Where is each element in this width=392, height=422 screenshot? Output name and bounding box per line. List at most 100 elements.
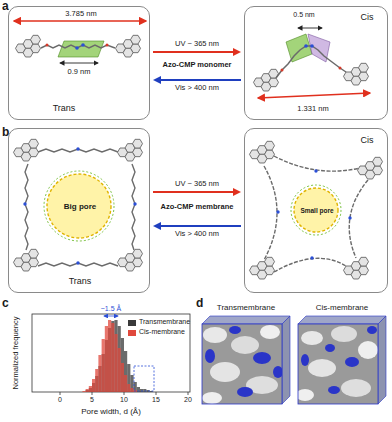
node-text: 3.785 nm (65, 10, 96, 19)
illustration-part (314, 169, 317, 172)
histogram-bar (121, 338, 124, 392)
illustration-part (202, 324, 282, 404)
illustration-part (325, 344, 335, 352)
arrow-head (153, 76, 161, 84)
edge-label: Vis > 400 nm (173, 84, 221, 93)
node-text: Small pore (300, 207, 333, 214)
switch-arrow (153, 188, 241, 196)
illustration-part (339, 67, 342, 70)
figure-label: 15 (152, 396, 160, 404)
histogram-bar (130, 388, 133, 392)
illustration-part (133, 202, 136, 205)
arrow-shaft (153, 51, 234, 53)
trans-membrane-cube (202, 316, 290, 404)
arrow-head (233, 188, 241, 196)
histogram-bar (102, 339, 105, 392)
histogram-bar (127, 364, 130, 392)
legend-swatch (128, 320, 136, 326)
state-panel: 0.5 nm1.331 nmCis (244, 6, 388, 120)
legend-text: Transmembrane (139, 318, 190, 326)
illustration-part (378, 316, 386, 404)
illustration-part (310, 256, 313, 259)
illustration-part (298, 324, 378, 404)
histogram-bar (134, 382, 137, 392)
illustration-part (116, 35, 141, 57)
illustration-part (205, 349, 215, 363)
trans-network (14, 139, 143, 271)
illustration-part (25, 164, 28, 250)
histogram-bar (130, 375, 133, 392)
histogram-bar (92, 379, 95, 392)
figure-label: Pore width, d (Å) (81, 407, 141, 416)
node-text: Trans (69, 276, 92, 286)
illustration-part (202, 324, 282, 404)
histogram-bar (118, 348, 121, 392)
arrow-shaft (160, 225, 241, 227)
illustration-part (298, 324, 378, 404)
illustration-part (134, 366, 154, 391)
illustration-part (349, 180, 368, 258)
arrow-shaft (153, 191, 234, 193)
illustration-part (260, 325, 280, 339)
node-text: 0.9 nm (68, 68, 91, 77)
illustration-part (344, 63, 369, 85)
histogram-frame (32, 314, 190, 395)
illustration-part (298, 316, 386, 324)
node-text: 1.331 nm (297, 105, 328, 114)
illustration-part (231, 336, 259, 354)
switch-arrow (153, 222, 241, 230)
cis-monomer (254, 28, 371, 98)
histogram-bar (114, 334, 117, 392)
illustration-part (250, 257, 275, 279)
illustration-part (14, 20, 146, 21)
figure-label: 20 (184, 396, 192, 404)
illustration-part (291, 185, 341, 235)
illustration-part (104, 316, 118, 317)
illustration-part (298, 389, 314, 401)
figure-label: ~1.5 Å (101, 305, 121, 313)
illustration-part (32, 314, 190, 392)
panel-letter: a (2, 0, 9, 14)
illustration-part (44, 171, 114, 241)
histogram-bar (86, 389, 89, 392)
illustration-part (202, 392, 222, 404)
state-panel: Big poreTrans (8, 128, 150, 293)
illustration-part (118, 139, 143, 161)
illustration-part (203, 327, 227, 343)
histogram-bar (121, 363, 124, 392)
illustration-part (304, 44, 308, 48)
illustration-part (301, 331, 323, 345)
edge-label: Vis > 400 nm (173, 230, 221, 239)
figure-label: Normalized frequency (12, 317, 21, 390)
illustration-part (156, 392, 157, 395)
illustration-part (188, 392, 189, 395)
illustration-part (81, 43, 85, 47)
illustration-part (75, 46, 79, 50)
figure-label: Transmembrane (217, 303, 275, 312)
illustration-part (281, 69, 284, 72)
illustration-part (276, 46, 346, 78)
state-panel: 3.785 nm0.9 nmTrans (8, 6, 150, 120)
illustration-part (273, 366, 282, 378)
legend-text: Cis-membrane (139, 328, 185, 336)
illustration-part (294, 188, 338, 232)
illustration-part (229, 326, 241, 334)
illustration-part (264, 166, 277, 260)
illustration-part (276, 210, 279, 213)
illustration-part (46, 44, 49, 47)
illustration-part (310, 44, 314, 48)
illustration-part (348, 216, 351, 219)
panel-letter: c (2, 297, 9, 311)
histogram-bar (89, 386, 92, 392)
histogram-bar (111, 321, 114, 392)
figure-label: 0 (58, 396, 62, 404)
edge-label: UV ~ 365 nm (173, 180, 221, 189)
illustration-part (253, 352, 271, 364)
illustration-part (76, 147, 79, 150)
illustration-part (47, 174, 111, 238)
illustration-part (23, 202, 26, 205)
histogram-bar (143, 389, 146, 392)
illustration-part (16, 35, 41, 57)
illustration-part (258, 93, 370, 98)
illustration-part (301, 354, 309, 366)
